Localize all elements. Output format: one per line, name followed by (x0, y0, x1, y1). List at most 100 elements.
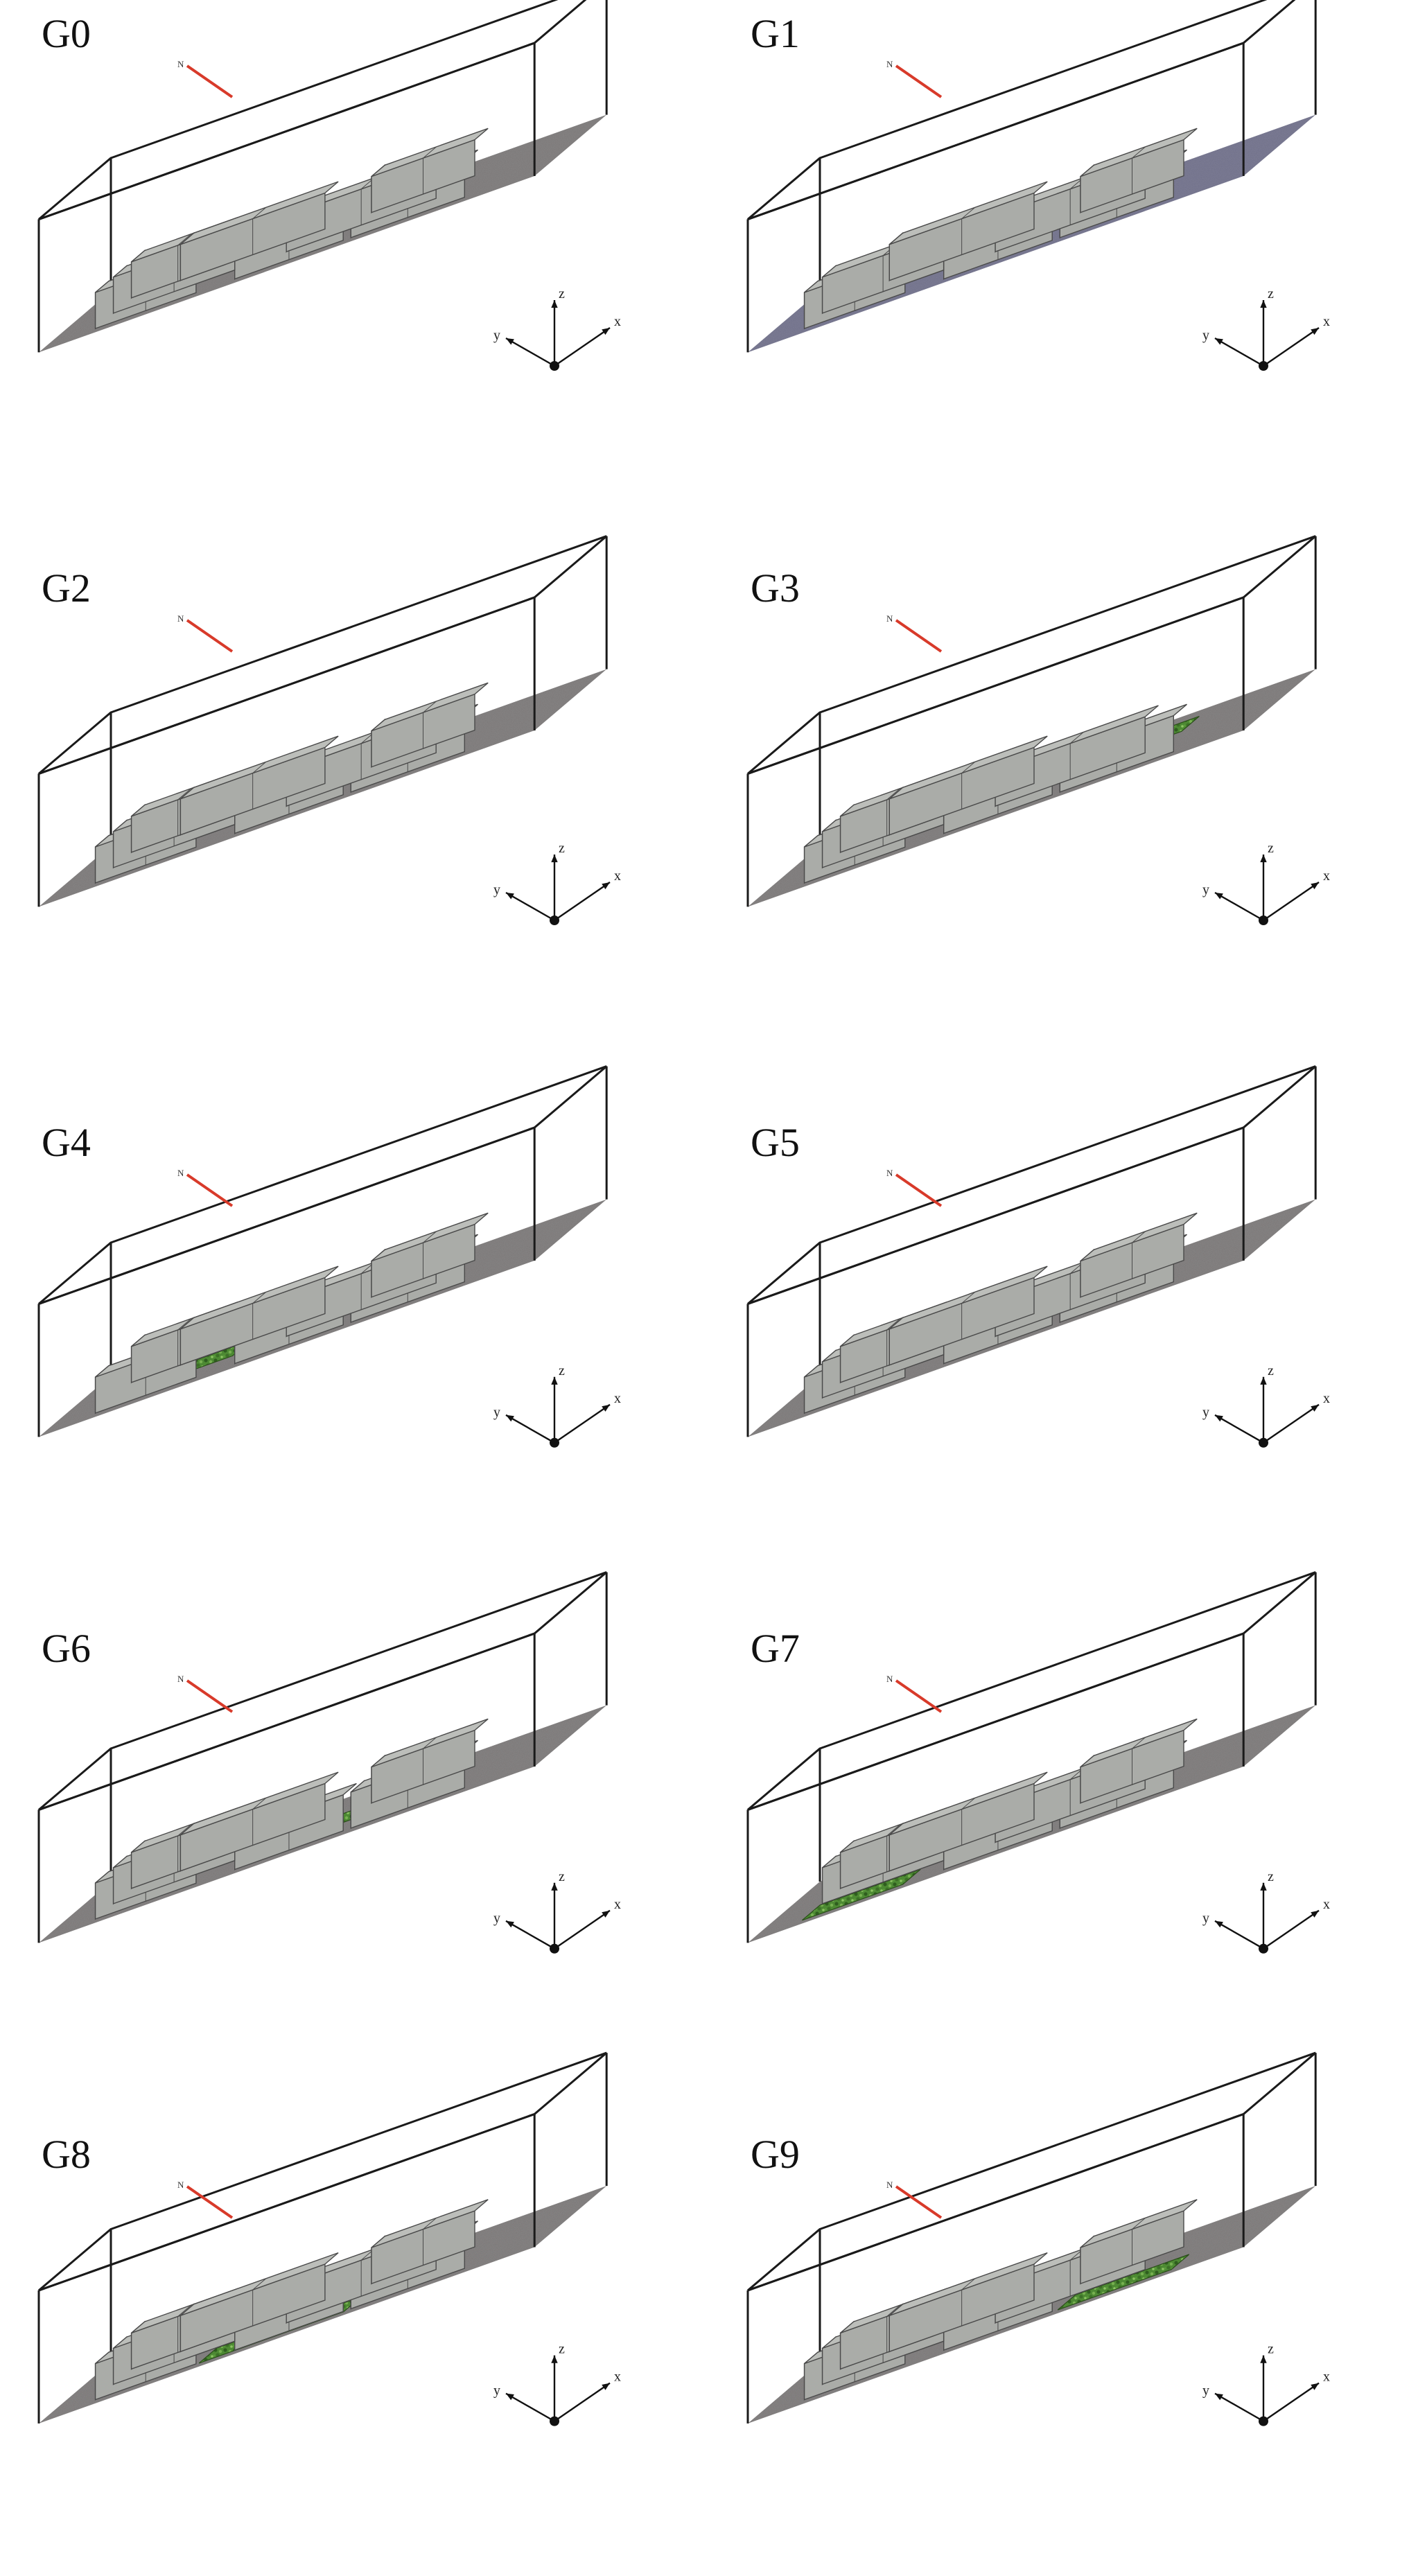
x-axis-head (1311, 1910, 1319, 1918)
x-axis-line (1263, 327, 1320, 367)
domain-front-top-edge (747, 1126, 1244, 1305)
y-axis-head (1215, 893, 1223, 900)
x-axis-head (602, 1404, 610, 1412)
domain-front-top-edge (38, 596, 535, 775)
north-arrow (895, 64, 943, 98)
domain-front-top-edge (747, 596, 1244, 775)
axis-gizmo: xyz (493, 841, 621, 925)
domain-top-edge (747, 1571, 1317, 1811)
domain-front-top-edge (747, 2113, 1244, 2292)
x-axis-line (554, 1909, 611, 1949)
z-axis-head (551, 1376, 558, 1385)
x-axis-label: x (1323, 314, 1330, 329)
building-seam (886, 1824, 901, 1837)
building-seam (252, 207, 267, 219)
y-axis-head (506, 1414, 514, 1422)
domain-front-top-edge (38, 1126, 535, 1305)
y-axis-head (1215, 1920, 1223, 1928)
north-arrow (895, 2185, 943, 2219)
x-axis-label: x (614, 314, 621, 329)
y-axis-line (1214, 2392, 1264, 2422)
z-axis-label: z (1268, 1363, 1274, 1378)
z-axis-label: z (559, 841, 565, 856)
x-axis-line (1263, 1403, 1320, 1444)
domain-top-edge (38, 1571, 608, 1811)
domain-top-edge (38, 1065, 608, 1305)
north-label: N (177, 613, 184, 624)
x-axis-line (554, 1403, 611, 1444)
axis-origin (550, 361, 559, 371)
y-axis-line (1214, 891, 1264, 922)
north-arrow (186, 2185, 234, 2219)
axis-gizmo: xyz (493, 1363, 621, 1448)
building-seam (1132, 2217, 1146, 2230)
panel-label: G2 (42, 566, 91, 611)
y-axis-head (506, 2393, 514, 2401)
axis-origin (550, 1943, 559, 1954)
building-seam (886, 788, 901, 800)
domain-top-edge (747, 1065, 1317, 1305)
x-axis-head (602, 2383, 610, 2390)
building-seam (177, 788, 192, 800)
north-label: N (177, 1674, 184, 1684)
axis-origin (1259, 1437, 1268, 1448)
building-seam (1132, 1231, 1146, 1243)
building-seam (252, 2278, 267, 2290)
domain-front-top-edge (747, 1632, 1244, 1811)
y-axis-label: y (1202, 328, 1209, 343)
domain-front-top-edge (38, 1632, 535, 1811)
y-axis-line (505, 1414, 555, 1444)
axis-origin (1259, 915, 1268, 925)
x-axis-head (602, 1910, 610, 1918)
north-arrow (186, 619, 234, 653)
north-label: N (886, 1674, 893, 1684)
axis-origin (550, 915, 559, 925)
y-axis-line (1214, 1414, 1264, 1444)
domain-top-edge (747, 2051, 1317, 2292)
y-axis-label: y (493, 2383, 500, 2399)
x-axis-label: x (614, 868, 621, 884)
panel-label: G7 (751, 1626, 800, 1671)
x-axis-head (1311, 328, 1319, 335)
y-axis-line (1214, 337, 1264, 367)
axis-origin (1259, 2416, 1268, 2426)
building-seam (423, 701, 437, 713)
x-axis-head (602, 328, 610, 335)
panel-label: G5 (751, 1120, 800, 1165)
z-axis-head (1260, 1882, 1267, 1891)
building-seam (177, 1824, 192, 1837)
north-arrow (186, 1173, 234, 1207)
building-seam (177, 234, 192, 246)
panel-label: G6 (42, 1626, 91, 1671)
y-axis-label: y (493, 1405, 500, 1420)
north-arrow (186, 64, 234, 98)
z-axis-label: z (1268, 286, 1274, 301)
y-axis-line (505, 337, 555, 367)
z-axis-head (551, 1882, 558, 1891)
green-zone (802, 1868, 921, 1921)
axis-gizmo: x y z (1202, 286, 1330, 371)
y-axis-head (506, 893, 514, 900)
building-seam (961, 1291, 976, 1304)
x-axis-label: x (614, 2369, 621, 2385)
axis-origin (550, 2416, 559, 2426)
building-seam (252, 1291, 267, 1304)
y-axis-label: y (493, 1911, 500, 1926)
building-seam (961, 207, 976, 219)
z-axis-label: z (1268, 1869, 1274, 1884)
z-axis-label: z (559, 286, 565, 301)
panel-label: G3 (751, 566, 800, 611)
y-axis-head (506, 338, 514, 345)
y-axis-label: y (1202, 1911, 1209, 1926)
green-zone (1057, 2254, 1190, 2311)
y-axis-label: y (1202, 2383, 1209, 2399)
x-axis-head (1311, 2383, 1319, 2390)
